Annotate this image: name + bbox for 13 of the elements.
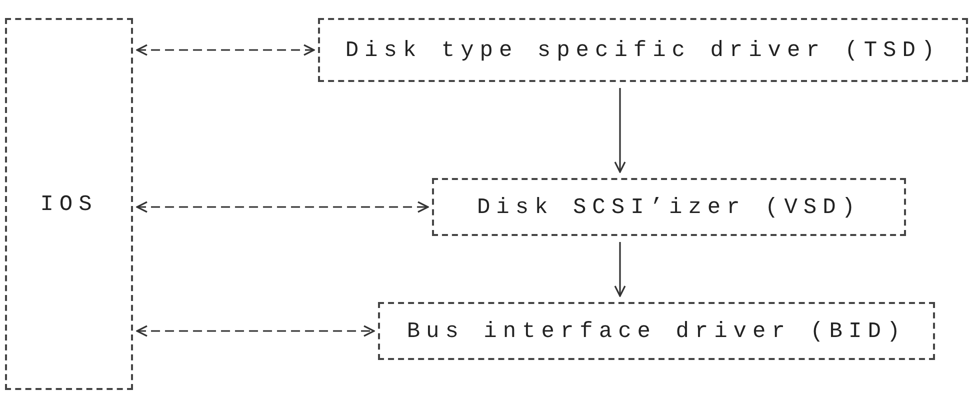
arrow xyxy=(136,325,375,337)
box-label: Bus interface driver (BID) xyxy=(406,318,906,344)
arrow xyxy=(614,242,626,297)
box-label: IOS xyxy=(40,192,98,216)
process-box xyxy=(378,302,935,360)
box-label: Disk SCSI’izer (VSD) xyxy=(476,194,862,220)
process-box xyxy=(318,18,968,82)
process-box xyxy=(432,178,906,236)
process-box xyxy=(5,18,133,390)
arrow xyxy=(136,201,429,213)
arrow xyxy=(614,88,626,173)
arrow xyxy=(136,44,315,56)
box-label: Disk type specific driver (TSD) xyxy=(345,38,941,62)
